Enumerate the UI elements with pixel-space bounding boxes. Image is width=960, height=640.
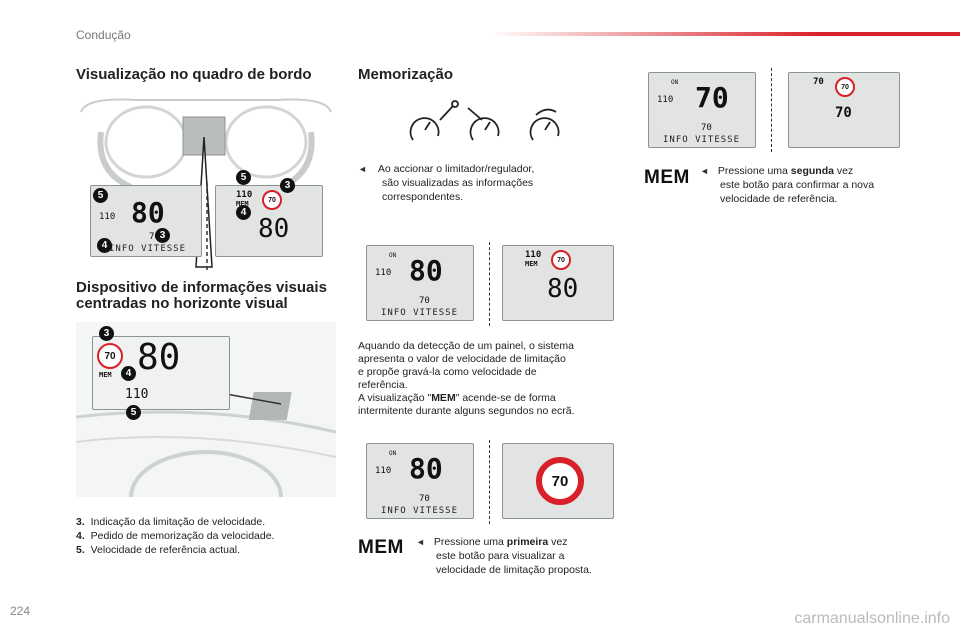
current-speed: 80 bbox=[131, 196, 165, 229]
mem-indicator: MEM bbox=[236, 200, 249, 208]
speed-limit-sign: 70 bbox=[551, 250, 571, 270]
bullet-icon: ◄ bbox=[416, 537, 425, 547]
hud-current-speed: 80 bbox=[137, 337, 181, 378]
heading-hud: Dispositivo de informações visuais centr… bbox=[76, 280, 327, 312]
current-speed: 80 bbox=[258, 214, 290, 244]
limit-speed: 110 bbox=[99, 212, 116, 222]
limit-speed: 110 bbox=[236, 190, 253, 200]
callout-5: 5 bbox=[93, 188, 108, 203]
limit-speed: 110 bbox=[657, 95, 674, 105]
legend-list: 3. Indicação da limitação de velocidade.… bbox=[76, 515, 274, 557]
section-label: Condução bbox=[76, 28, 131, 42]
dashboard-cluster-display: 110 MEM 70 80 bbox=[215, 185, 323, 257]
lcd-display-right: ON 110 70 70 INFO VITESSE bbox=[648, 72, 756, 148]
callout-5: 5 bbox=[126, 405, 141, 420]
mem-button-label: MEM bbox=[358, 537, 404, 558]
reference-speed: 70 bbox=[419, 494, 430, 504]
legend-item: 4. Pedido de memorização da velocidade. bbox=[76, 530, 275, 542]
reference-speed: 70 bbox=[701, 123, 712, 133]
info-vitesse: INFO VITESSE bbox=[381, 506, 459, 516]
reference-speed: 70 bbox=[419, 296, 430, 306]
info-vitesse: INFO VITESSE bbox=[663, 135, 741, 145]
on-label: ON bbox=[671, 79, 679, 86]
watermark: carmanualsonline.info bbox=[794, 610, 950, 627]
cluster-display-right: 70 70 70 bbox=[788, 72, 900, 148]
callout-3: 3 bbox=[99, 326, 114, 341]
bullet-icon: ◄ bbox=[700, 166, 709, 176]
current-speed: 80 bbox=[547, 274, 579, 304]
hud-speed-limit-sign: 70 bbox=[97, 343, 123, 369]
cluster-display-row1: 110 MEM 70 80 bbox=[502, 245, 614, 321]
legend-item: 5. Velocidade de referência actual. bbox=[76, 544, 241, 556]
heading-hud-line1: Dispositivo de informações visuais bbox=[76, 279, 327, 296]
separator bbox=[489, 440, 490, 524]
heading-hud-line2: centradas no horizonte visual bbox=[76, 295, 288, 312]
mem-button-label: MEM bbox=[644, 167, 690, 188]
speed-limit-sign: 70 bbox=[262, 190, 282, 210]
separator bbox=[489, 242, 490, 326]
limit-speed: 110 bbox=[375, 466, 392, 476]
detection-paragraph: Aquando da detecção de um painel, o sist… bbox=[358, 340, 575, 417]
separator bbox=[771, 68, 772, 152]
callout-3: 3 bbox=[155, 228, 170, 243]
hud-reference-speed: 110 bbox=[125, 387, 149, 402]
press-first-text: ◄ Pressione uma primeira vez este botão … bbox=[416, 536, 592, 576]
current-speed: 80 bbox=[409, 452, 443, 485]
legend-item: 3. Indicação da limitação de velocidade. bbox=[76, 516, 266, 528]
press-second-text: ◄ Pressione uma segunda vez este botão p… bbox=[700, 165, 875, 205]
lcd-display-row2: ON 110 80 70 INFO VITESSE bbox=[366, 443, 474, 519]
callout-3: 3 bbox=[280, 178, 295, 193]
callout-4: 4 bbox=[121, 366, 136, 381]
callout-4: 4 bbox=[97, 238, 112, 253]
page-number: 224 bbox=[10, 604, 31, 618]
on-label: ON bbox=[389, 252, 397, 259]
speed-limit-sign-large: 70 bbox=[536, 457, 584, 505]
sign-display-row2: 70 bbox=[502, 443, 614, 519]
limit-speed: 110 bbox=[525, 250, 542, 260]
limiter-control-icons bbox=[409, 100, 560, 141]
limit-speed: 110 bbox=[375, 268, 392, 278]
on-label: ON bbox=[389, 450, 397, 457]
info-vitesse: INFO VITESSE bbox=[381, 308, 459, 318]
callout-4: 4 bbox=[236, 205, 251, 220]
heading-memorization: Memorização bbox=[358, 66, 454, 83]
lcd-display-row1: ON 110 80 70 INFO VITESSE bbox=[366, 245, 474, 321]
header-rule bbox=[490, 32, 960, 36]
hud-mem: MEM bbox=[99, 371, 112, 379]
current-speed: 70 bbox=[695, 81, 729, 114]
callout-5: 5 bbox=[236, 170, 251, 185]
hud-display: 70 80 MEM 110 bbox=[92, 336, 230, 410]
intro-text: ◄ Ao accionar o limitador/regulador, são… bbox=[358, 163, 535, 203]
reference-speed: 70 bbox=[813, 77, 824, 87]
current-speed: 80 bbox=[409, 254, 443, 287]
current-speed: 70 bbox=[835, 105, 852, 121]
speed-limit-sign: 70 bbox=[835, 77, 855, 97]
info-vitesse: INFO VITESSE bbox=[109, 244, 187, 254]
mem-indicator: MEM bbox=[525, 260, 538, 268]
heading-dashboard-display: Visualização no quadro de bordo bbox=[76, 66, 312, 83]
reference-speed: 70 bbox=[149, 232, 160, 242]
bullet-icon: ◄ bbox=[358, 164, 367, 174]
